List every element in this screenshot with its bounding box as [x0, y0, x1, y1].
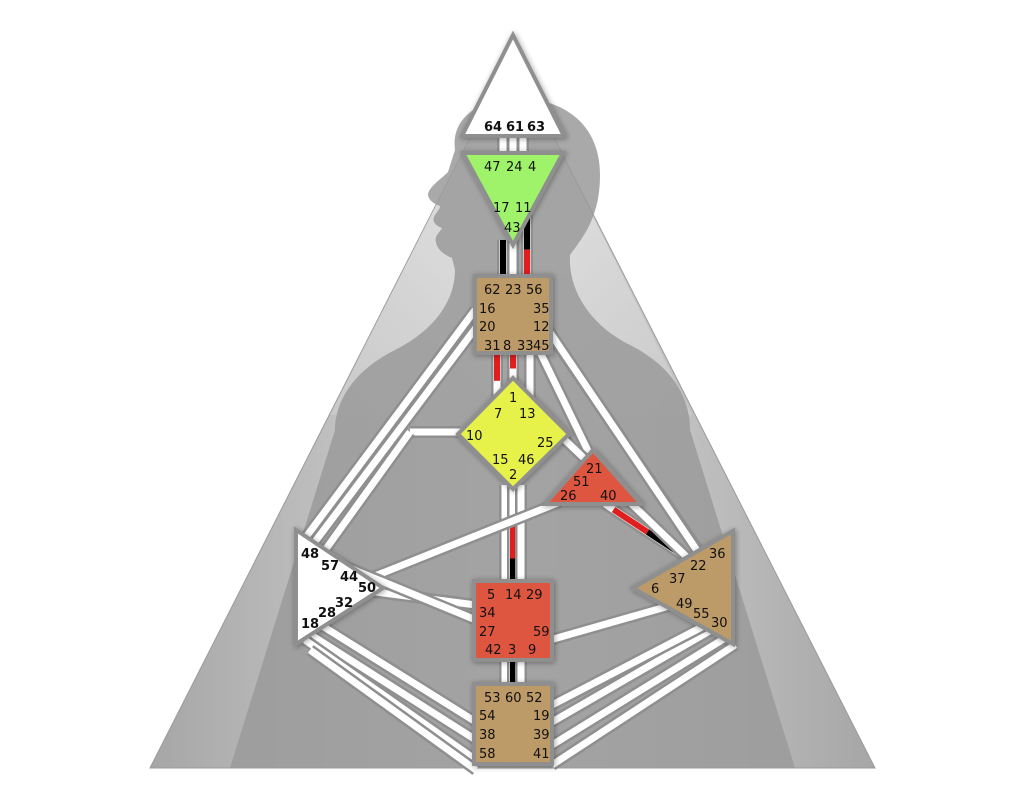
throat-center [473, 274, 553, 355]
channel-fill [550, 621, 722, 726]
gate-number: 17 [493, 201, 510, 216]
gate-number: 29 [526, 588, 543, 603]
gate-number: 46 [518, 453, 535, 468]
gate-number: 50 [358, 581, 376, 596]
gate-number: 56 [526, 283, 543, 298]
gate-number: 57 [321, 559, 339, 574]
gate-number: 64 [484, 120, 502, 135]
gate-number: 10 [466, 429, 483, 444]
gate-number: 25 [537, 436, 554, 451]
channel-fill [536, 350, 594, 457]
gate-number: 55 [693, 607, 710, 622]
gate-number: 21 [586, 462, 603, 477]
channel-fill [297, 307, 478, 548]
gate-number: 51 [573, 475, 590, 490]
gate-number: 32 [335, 596, 353, 611]
gate-number: 38 [479, 728, 496, 743]
gate-number: 30 [711, 616, 728, 631]
heart-center [540, 446, 646, 506]
gate-number: 34 [479, 606, 496, 621]
channel-fill [298, 609, 478, 725]
gate-number: 24 [506, 160, 523, 175]
gate-number: 49 [676, 597, 693, 612]
gate-number: 15 [492, 453, 509, 468]
gate-number: 11 [515, 201, 532, 216]
gate-number: 58 [479, 747, 496, 762]
gate-number: 7 [494, 407, 502, 422]
gate-number: 33 [517, 339, 534, 354]
channel-fill [542, 323, 703, 557]
gate-number: 35 [533, 302, 550, 317]
channel-fill [315, 429, 413, 563]
gate-number: 2 [509, 468, 517, 483]
solar-plexus-center [628, 527, 735, 648]
channel-activation-red [611, 507, 650, 535]
gate-number: 1 [509, 391, 517, 406]
gate-number: 45 [533, 339, 550, 354]
gate-number: 20 [479, 320, 496, 335]
head-center [458, 30, 568, 138]
gate-number: 4 [528, 160, 536, 175]
gate-number: 22 [690, 559, 707, 574]
gate-number: 47 [484, 160, 501, 175]
gate-number: 23 [505, 283, 522, 298]
root-center [472, 682, 554, 766]
gate-number: 27 [479, 625, 496, 640]
gate-number: 36 [709, 547, 726, 562]
channel-fill [550, 632, 732, 748]
gate-number: 41 [533, 747, 550, 762]
channel-fill [302, 322, 481, 558]
gate-number: 43 [504, 221, 521, 236]
spleen-center [294, 526, 387, 648]
gate-number: 6 [651, 582, 659, 597]
gate-number: 18 [301, 617, 319, 632]
gate-number: 54 [479, 709, 496, 724]
channel-fill [307, 647, 479, 773]
gate-number: 14 [505, 588, 522, 603]
gate-number: 28 [318, 606, 336, 621]
channel-fill [550, 611, 727, 709]
gate-number: 9 [528, 643, 536, 658]
g-center [455, 375, 572, 492]
gate-number: 5 [487, 588, 495, 603]
gate-number: 3 [508, 643, 516, 658]
gate-number: 53 [484, 691, 501, 706]
channel-fill [298, 625, 478, 743]
gate-number: 44 [340, 570, 358, 585]
gate-number: 52 [526, 691, 543, 706]
gate-number: 62 [484, 283, 501, 298]
gate-number: 48 [301, 547, 319, 562]
gate-number: 42 [485, 643, 502, 658]
gate-number: 31 [484, 339, 501, 354]
gate-number: 39 [533, 728, 550, 743]
ajna-center [459, 151, 567, 250]
gate-number: 61 [506, 120, 524, 135]
gate-number: 26 [560, 489, 577, 504]
gate-number: 40 [600, 489, 617, 504]
gate-number: 60 [505, 691, 522, 706]
channel-fill [550, 642, 737, 768]
gate-number: 16 [479, 302, 496, 317]
gate-number: 37 [669, 572, 686, 587]
gate-number: 12 [533, 320, 550, 335]
gate-number: 8 [503, 339, 511, 354]
gate-number: 19 [533, 709, 550, 724]
gate-number: 63 [527, 120, 545, 135]
gate-number: 59 [533, 625, 550, 640]
sacral-center [472, 579, 554, 662]
gate-number: 13 [519, 407, 536, 422]
